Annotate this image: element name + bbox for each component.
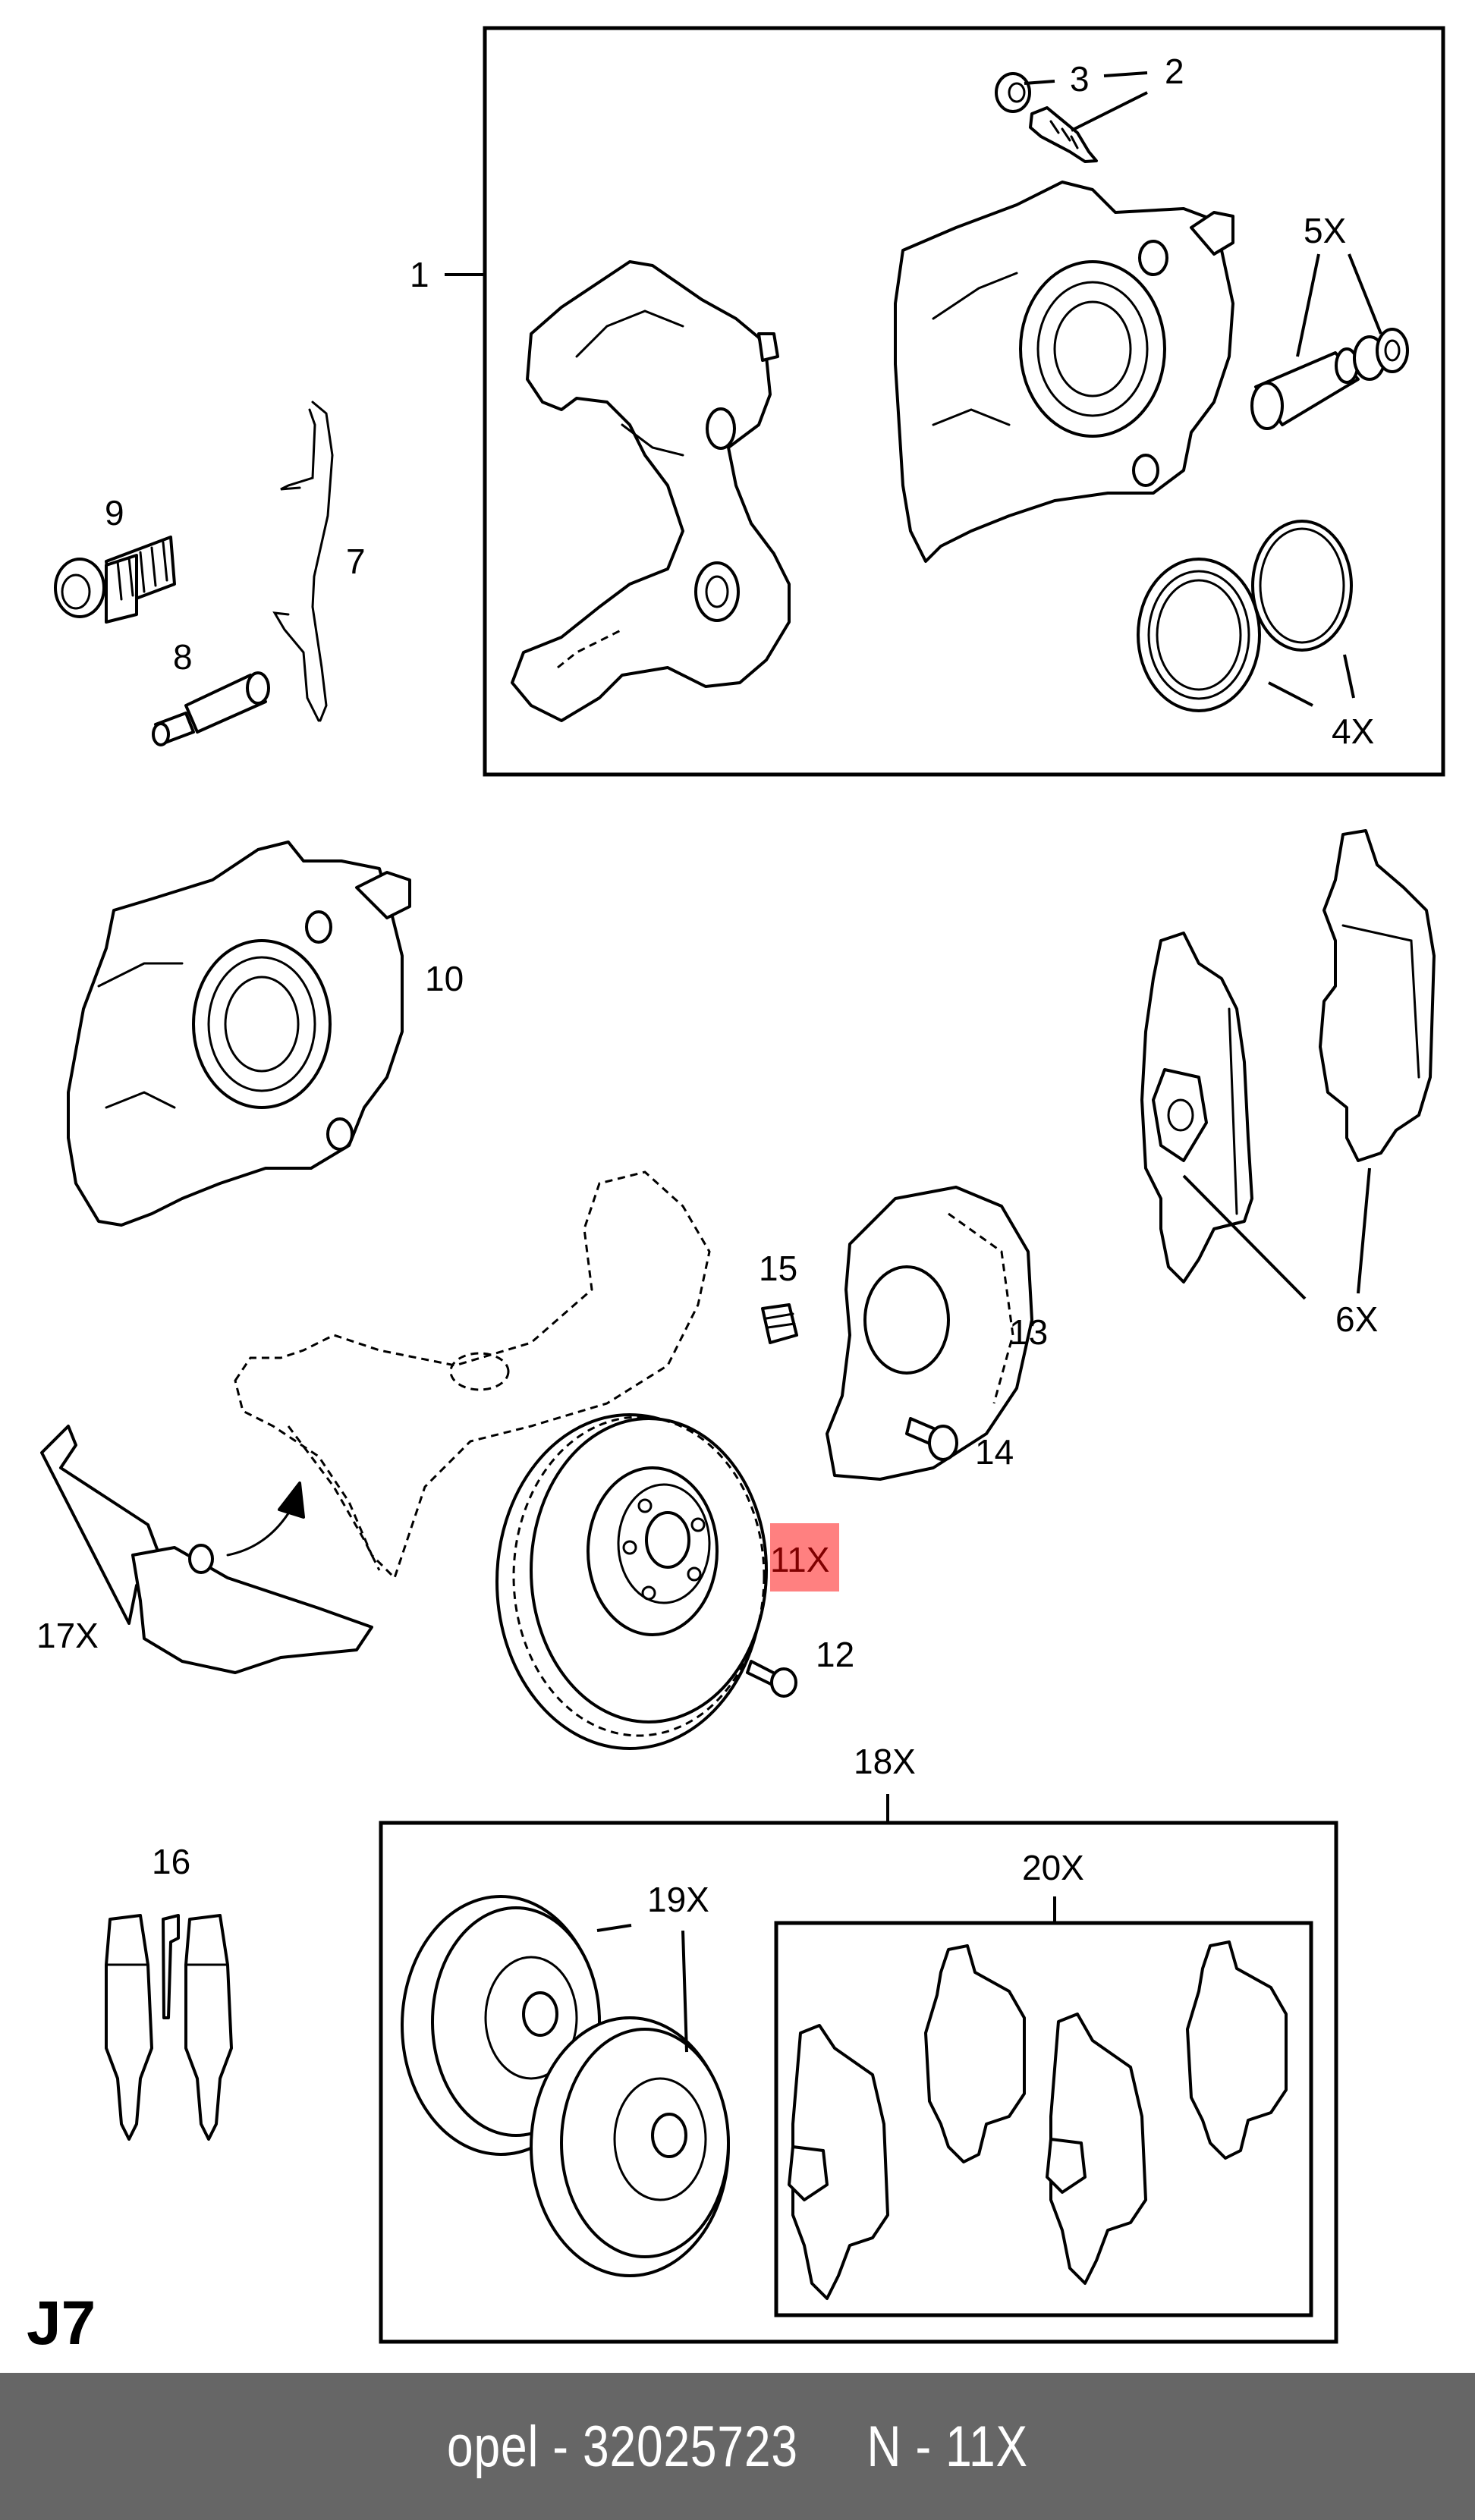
bush-drawing: [761, 1303, 798, 1344]
callout-13[interactable]: 13: [1009, 1312, 1048, 1352]
highlight-box-11x: [770, 1523, 839, 1591]
steering-knuckle-outline: [234, 1170, 711, 1580]
callout-11x[interactable]: 11X: [770, 1540, 829, 1579]
callout-1[interactable]: 1: [410, 255, 429, 294]
callout-14[interactable]: 14: [975, 1432, 1014, 1472]
callout-16[interactable]: 16: [152, 1842, 190, 1881]
callout-5x[interactable]: 5X: [1304, 211, 1346, 250]
leader-4a: [1268, 681, 1313, 707]
kit-pad-1-drawing: [788, 2024, 889, 2300]
leader-5b: [1348, 253, 1382, 335]
leader-2-top: [1103, 71, 1148, 77]
parts-diagram: 1 3 2: [27, 26, 1445, 2358]
kit-pad-4-drawing: [1186, 1940, 1288, 2160]
shield-bolt-drawing: [905, 1417, 958, 1461]
piston-seal-drawing: [1137, 558, 1261, 712]
leader-4b: [1343, 654, 1355, 699]
kit-pad-2-drawing: [924, 1944, 1026, 2163]
page-code: J7: [27, 2289, 96, 2358]
callout-15[interactable]: 15: [759, 1249, 797, 1288]
callout-8[interactable]: 8: [173, 637, 193, 677]
leader-2: [1071, 91, 1148, 132]
seal-ring-drawing: [1251, 520, 1353, 652]
callout-4x[interactable]: 4X: [1332, 712, 1374, 751]
leader-6b: [1357, 1167, 1371, 1294]
leader-3: [1024, 80, 1055, 85]
callout-12[interactable]: 12: [816, 1635, 854, 1674]
callout-19x[interactable]: 19X: [647, 1880, 709, 1919]
callout-17x[interactable]: 17X: [36, 1616, 99, 1655]
leader-6a: [1182, 1174, 1307, 1300]
splash-shield-drawing: [826, 1186, 1033, 1481]
bleeder-cap-drawing: [995, 72, 1031, 113]
bolt-drawing: [54, 536, 176, 624]
kit-disc-2-drawing: [530, 2016, 730, 2277]
brake-disc-drawing: [495, 1413, 768, 1750]
brake-pad-inner-drawing: [1140, 932, 1253, 1284]
callout-3[interactable]: 3: [1070, 59, 1090, 99]
callout-7[interactable]: 7: [346, 542, 366, 581]
caliper-bracket-drawing: [511, 260, 791, 722]
spring-clip-drawing: [272, 401, 334, 722]
leader-5a: [1296, 253, 1320, 357]
guide-boot-drawing: [1353, 328, 1409, 381]
caliper-drawing: [67, 841, 411, 1227]
disc-screw-drawing: [746, 1660, 797, 1698]
callout-2[interactable]: 2: [1165, 52, 1184, 91]
callout-10[interactable]: 10: [425, 959, 464, 998]
part-info-footer: opel - 32025723 N - 11X: [0, 2373, 1475, 2520]
anti-squeal-shim-drawing: [40, 1425, 373, 1674]
guide-pin-drawing: [152, 671, 270, 746]
brake-pad-outer-drawing: [1319, 829, 1436, 1162]
grease-tubes-drawing: [105, 1914, 233, 2141]
guide-sleeve-drawing: [1250, 347, 1360, 430]
caliper-assembly-frame: [483, 26, 1445, 777]
caliper-housing-drawing: [894, 181, 1234, 563]
brake-kit-frame: [379, 1821, 1338, 2344]
brake-pad-kit-frame: [774, 1921, 1313, 2317]
callout-18x[interactable]: 18X: [854, 1742, 916, 1781]
callout-9[interactable]: 9: [105, 493, 124, 533]
part-info-text: opel - 32025723 N - 11X: [447, 2414, 1028, 2479]
leader-19x-b: [681, 1930, 688, 2053]
callout-20x[interactable]: 20X: [1022, 1848, 1084, 1887]
bleeder-screw-drawing: [1029, 106, 1098, 163]
leader-19x-a: [596, 1924, 632, 1932]
kit-pad-3-drawing: [1046, 2013, 1147, 2285]
callout-6x[interactable]: 6X: [1335, 1299, 1378, 1339]
